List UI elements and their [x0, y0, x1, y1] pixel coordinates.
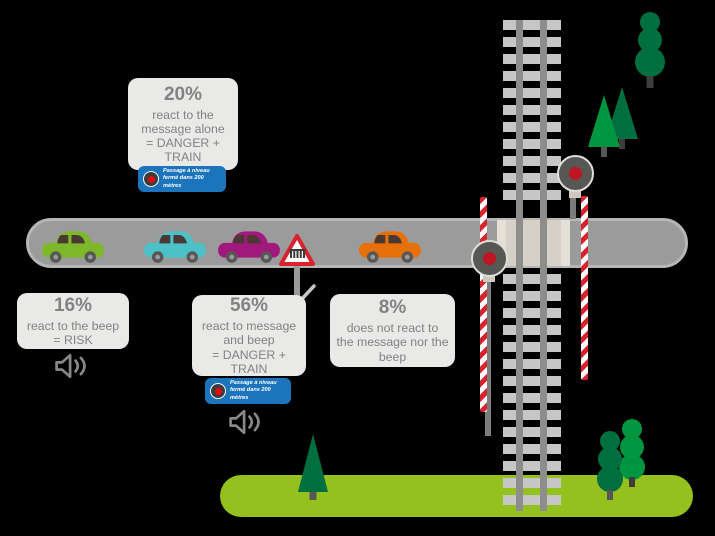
car-rear-window — [233, 235, 245, 244]
car-front-window — [173, 235, 188, 244]
railway-sleepers-top — [503, 20, 561, 203]
percent-value: 8% — [378, 297, 407, 319]
car-rear-window — [57, 235, 69, 244]
barrier-pole-left — [480, 197, 487, 412]
percent-value: 16% — [53, 294, 93, 316]
round-tree-icon — [635, 12, 665, 88]
teal-car — [144, 231, 206, 263]
sign-post — [294, 266, 300, 298]
car-hubcap — [87, 254, 93, 260]
callout-16-percent: 16% react to the beep = RISK — [17, 293, 129, 349]
red-signal-light-icon — [557, 155, 594, 192]
radio-message-badge: Passage à niveau fermé dans 200 mètres — [138, 166, 226, 192]
car-hubcap — [53, 254, 59, 260]
car-front-window — [388, 235, 403, 244]
railway-sleepers-bottom — [503, 274, 561, 507]
radio-message-text: Passage à niveau fermé dans 200 mètres — [163, 168, 210, 189]
car-hubcap — [189, 254, 195, 260]
pine-tree-icon — [298, 434, 328, 500]
signal-post-left — [485, 274, 491, 436]
car-hubcap — [229, 254, 235, 260]
road — [26, 218, 688, 268]
magenta-car — [218, 231, 280, 263]
rail-left — [516, 20, 523, 511]
signal-post-right — [570, 197, 576, 219]
car-rear-window — [374, 235, 386, 244]
callout-56-percent: 56% react to message and beep = DANGER +… — [192, 295, 306, 376]
radio-message-text: Passage à niveau fermé dans 200 mètres — [230, 380, 277, 401]
car-front-window — [247, 235, 262, 244]
speaker-icon — [229, 409, 260, 435]
barrier-pole-right — [581, 196, 588, 380]
callout-20-percent: 20% react to the message alone = DANGER … — [128, 78, 238, 170]
car-front-window — [71, 235, 86, 244]
pine-trees-icon — [588, 87, 638, 157]
fence-glyph — [289, 249, 306, 258]
percent-value: 20% — [163, 83, 203, 105]
round-trees-icon — [597, 419, 645, 500]
level-crossing-surface — [497, 220, 570, 266]
level-crossing-sign-icon — [279, 234, 315, 266]
tree-trunk — [646, 76, 654, 88]
percent-value: 56% — [229, 295, 269, 316]
red-signal-light-icon — [143, 171, 159, 187]
red-signal-light-icon — [210, 383, 226, 399]
red-signal-light-icon — [471, 240, 508, 277]
car-rear-window — [159, 235, 171, 244]
callout-8-percent: 8% does not react to the message nor the… — [330, 294, 455, 367]
car-hubcap — [404, 254, 410, 260]
radio-message-badge: Passage à niveau fermé dans 200 mètres — [205, 378, 291, 404]
car-hubcap — [263, 254, 269, 260]
car-hubcap — [370, 254, 376, 260]
rail-right — [540, 20, 547, 511]
signal-mount-right — [569, 188, 581, 198]
car-hubcap — [155, 254, 161, 260]
green-car — [42, 231, 104, 263]
speaker-icon — [55, 353, 86, 379]
orange-car — [359, 231, 421, 263]
